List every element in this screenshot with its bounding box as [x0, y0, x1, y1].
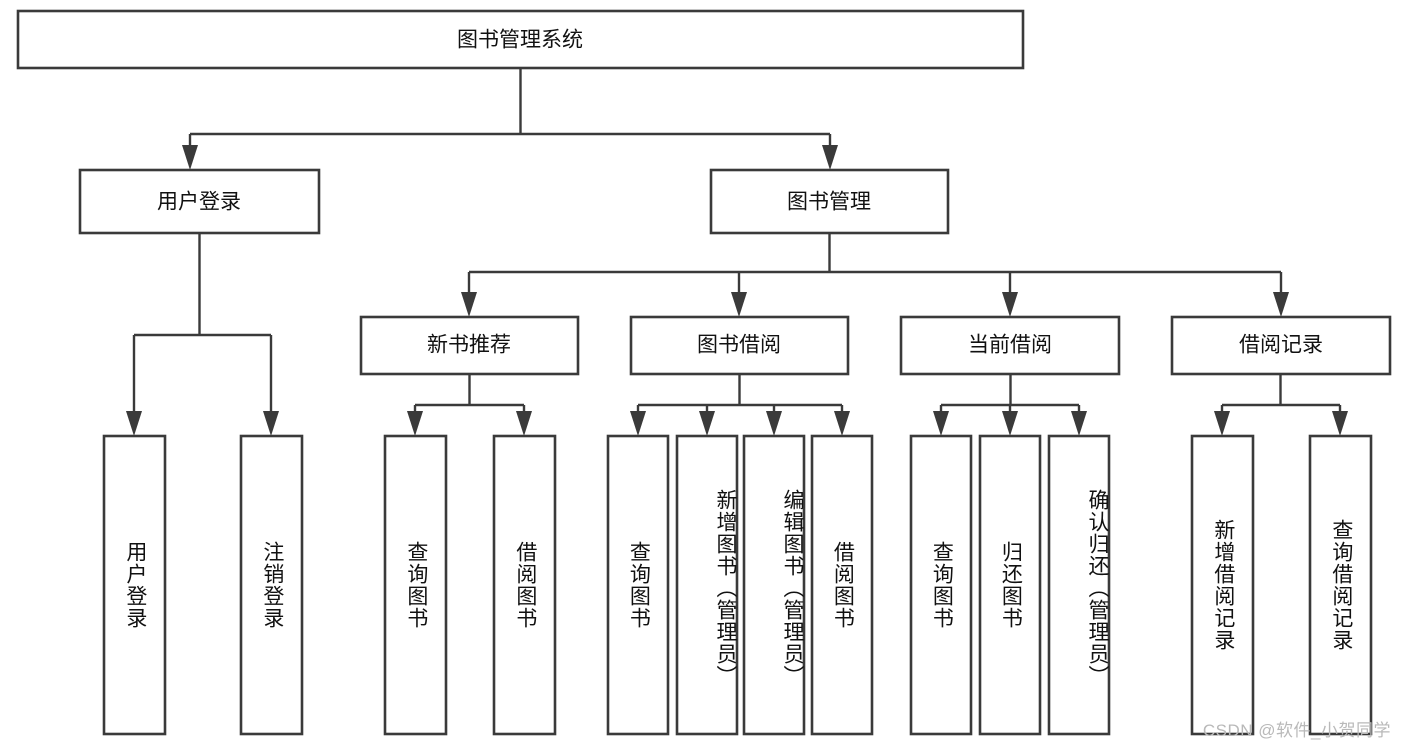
leaf-user-login-2-box[interactable]: [239, 434, 304, 736]
arrow-borrow-leaf-3: [766, 411, 782, 436]
leaf-current-3-box[interactable]: [1047, 434, 1111, 736]
leaf-borrow-3-box[interactable]: [742, 434, 806, 736]
node-book-manage-label: 图书管理: [787, 191, 871, 214]
arrow-current-leaf-2: [1002, 411, 1018, 436]
node-book-borrow-box[interactable]: [629, 315, 850, 376]
leaf-borrow-1-box[interactable]: [606, 434, 670, 736]
node-root-label: 图书管理系统: [457, 29, 583, 52]
arrow-borrow-leaf-2: [699, 411, 715, 436]
arrow-login-leaf-1: [126, 411, 142, 436]
leaf-borrow-2-box[interactable]: [675, 434, 739, 736]
arrow-books-to-recommend: [461, 292, 477, 317]
arrow-root-to-login: [182, 145, 198, 170]
arrow-recommend-leaf-1: [407, 411, 423, 436]
node-new-book-recommend-label: 新书推荐: [427, 334, 511, 357]
leaf-record-2-box[interactable]: [1308, 434, 1373, 736]
arrow-books-to-borrow: [731, 292, 747, 317]
node-borrow-record-box[interactable]: [1170, 315, 1392, 376]
arrow-current-leaf-3: [1071, 411, 1087, 436]
arrow-books-to-current: [1002, 292, 1018, 317]
node-borrow-record-label: 借阅记录: [1239, 334, 1323, 357]
node-user-login-label: 用户登录: [157, 191, 241, 214]
arrow-login-leaf-2: [263, 411, 279, 436]
arrow-current-leaf-1: [933, 411, 949, 436]
node-root-box[interactable]: [16, 9, 1025, 70]
leaf-current-1-box[interactable]: [909, 434, 973, 736]
node-layer: 图书管理系统 用户登录 图书管理 新书推荐 图书借阅 当前借阅 借阅记录: [16, 9, 1392, 736]
connector-layer: [126, 68, 1348, 436]
arrow-borrow-leaf-4: [834, 411, 850, 436]
leaf-borrow-4-box[interactable]: [810, 434, 874, 736]
leaf-record-1-box[interactable]: [1190, 434, 1255, 736]
arrow-root-to-books: [822, 145, 838, 170]
node-book-borrow-label: 图书借阅: [697, 334, 781, 357]
node-user-login-box[interactable]: [78, 168, 321, 235]
leaf-current-2-box[interactable]: [978, 434, 1042, 736]
arrow-recommend-leaf-2: [516, 411, 532, 436]
arrow-books-to-record: [1273, 292, 1289, 317]
leaf-recommend-2-box[interactable]: [492, 434, 557, 736]
csdn-watermark: CSDN @软件_小贺同学: [1202, 721, 1391, 740]
node-book-manage-box[interactable]: [709, 168, 950, 235]
leaf-recommend-1-box[interactable]: [383, 434, 448, 736]
arrow-record-leaf-2: [1332, 411, 1348, 436]
node-current-borrow-box[interactable]: [899, 315, 1121, 376]
arrow-borrow-leaf-1: [630, 411, 646, 436]
node-current-borrow-label: 当前借阅: [968, 334, 1052, 357]
arrow-record-leaf-1: [1214, 411, 1230, 436]
node-new-book-recommend-box[interactable]: [359, 315, 580, 376]
leaf-user-login-1-box[interactable]: [102, 434, 167, 736]
